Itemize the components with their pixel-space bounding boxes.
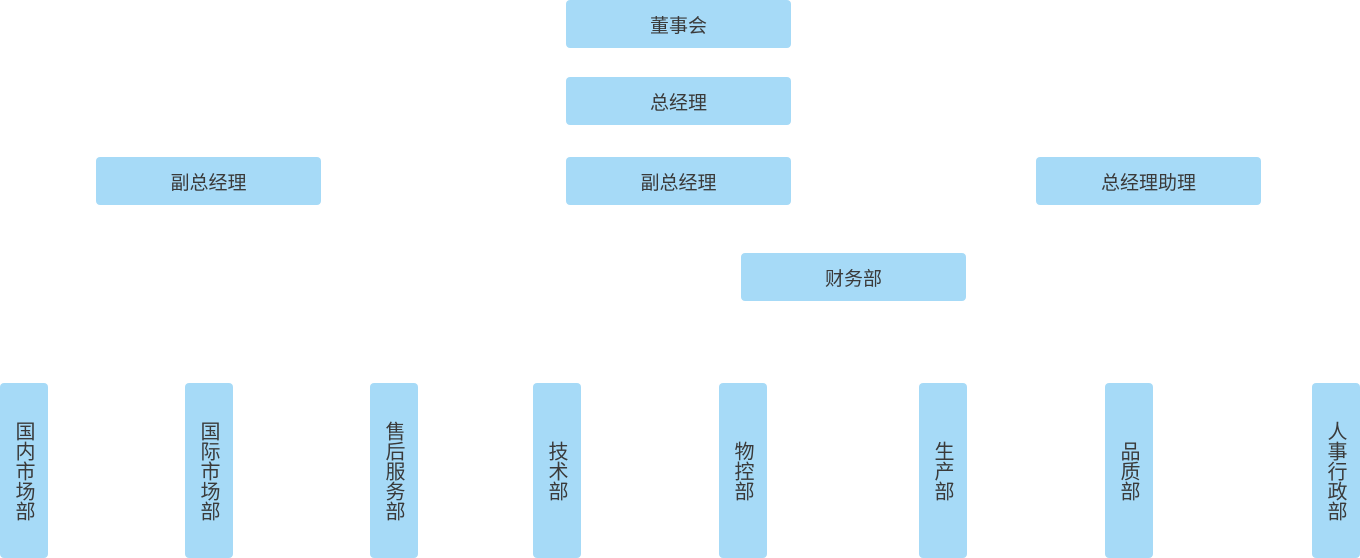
node-label: 副总经理 xyxy=(170,171,247,194)
node-label: 财务部 xyxy=(824,267,882,290)
node-board: 董事会 xyxy=(566,0,791,48)
node-label: 国内市场部 xyxy=(12,420,36,521)
node-label: 总经理助理 xyxy=(1100,171,1196,194)
node-dept-international-market: 国际市场部 xyxy=(185,383,233,558)
node-dept-material-control: 物控部 xyxy=(719,383,767,558)
node-dept-production: 生产部 xyxy=(919,383,967,558)
node-label: 售后服务部 xyxy=(382,420,406,521)
node-label: 总经理 xyxy=(649,91,707,114)
node-label: 品质部 xyxy=(1117,440,1141,501)
node-gm-assistant: 总经理助理 xyxy=(1036,157,1261,205)
node-vp-center: 副总经理 xyxy=(566,157,791,205)
node-finance: 财务部 xyxy=(741,253,966,301)
node-label: 副总经理 xyxy=(640,171,717,194)
node-label: 物控部 xyxy=(731,440,755,501)
node-label: 董事会 xyxy=(649,14,707,37)
node-dept-quality: 品质部 xyxy=(1105,383,1153,558)
node-general-manager: 总经理 xyxy=(566,77,791,125)
node-dept-hr-admin: 人事行政部 xyxy=(1312,383,1360,558)
node-dept-after-sales: 售后服务部 xyxy=(370,383,418,558)
node-dept-technology: 技术部 xyxy=(533,383,581,558)
node-label: 技术部 xyxy=(545,440,569,501)
node-label: 国际市场部 xyxy=(197,420,221,521)
node-dept-domestic-market: 国内市场部 xyxy=(0,383,48,558)
node-vp-left: 副总经理 xyxy=(96,157,321,205)
node-label: 生产部 xyxy=(931,440,955,501)
node-label: 人事行政部 xyxy=(1324,420,1348,521)
